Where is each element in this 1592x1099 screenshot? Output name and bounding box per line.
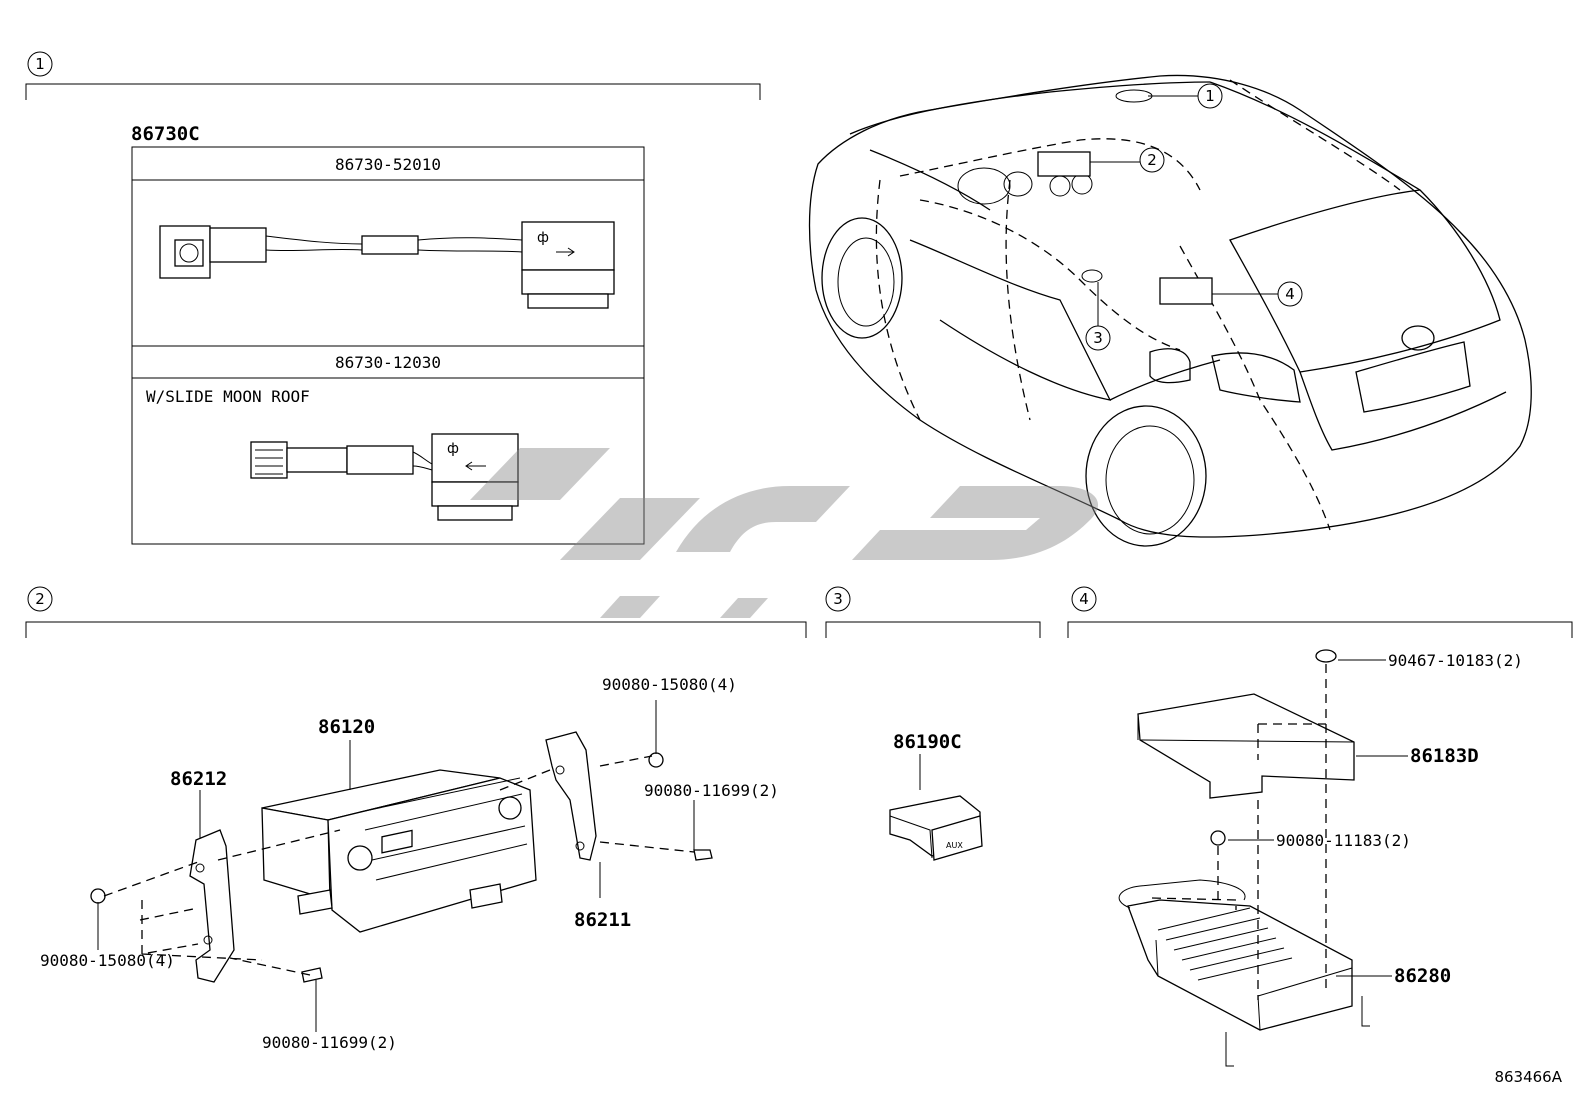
variant-b-condition: W/SLIDE MOON ROOF	[146, 387, 310, 406]
figure-id: 863466A	[1494, 1068, 1562, 1086]
radio-receiver-assembly	[261, 769, 537, 933]
bracket-right-86211	[545, 731, 597, 861]
variant-a-part-number: 86730-52010	[335, 155, 441, 174]
screw-left	[90, 888, 106, 950]
microphone-harness-b: ф	[250, 433, 519, 521]
part-label-screw-left: 90080-15080(4)	[40, 951, 175, 970]
svg-text:3: 3	[1093, 329, 1103, 347]
car-callout-4: 4	[1212, 281, 1303, 307]
aux-text: AUX	[946, 841, 963, 850]
section-2: 2	[25, 586, 807, 1052]
variant-b-part-number: 86730-12030	[335, 353, 441, 372]
section-1: 1 86730C 86730-52010 86730-12030 W/SLIDE…	[25, 51, 761, 545]
bolt-right	[693, 800, 713, 861]
car-callout-3: 3	[1085, 282, 1111, 351]
part-label-86280: 86280	[1394, 965, 1451, 987]
section-3: 3 86190C AUX	[825, 586, 1041, 861]
section-4: 4 90467-10183(2) 86183D 90080-11183(2)	[1067, 586, 1573, 1067]
vehicle-overview: 1 2 3 4	[808, 74, 1532, 547]
microphone-symbol-icon: ф	[537, 230, 549, 246]
section-2-marker: 2	[27, 586, 53, 612]
part-label-86190C: 86190C	[893, 731, 962, 753]
svg-text:4: 4	[1285, 285, 1295, 303]
svg-text:1: 1	[1205, 87, 1215, 105]
svg-text:3: 3	[833, 590, 843, 608]
amplifier-86280: 86280	[1118, 879, 1451, 1067]
part-label-86211: 86211	[574, 909, 631, 931]
part-label-bolt-amp: 90080-11183(2)	[1276, 831, 1411, 850]
section-3-bracket-line	[825, 621, 1041, 638]
part-label-86183D: 86183D	[1410, 745, 1479, 767]
clip-90467: 90467-10183(2)	[1315, 649, 1523, 670]
svg-text:1: 1	[35, 55, 45, 73]
amplifier-cover: 86183D	[1137, 693, 1479, 799]
section-4-bracket-line	[1067, 621, 1573, 638]
aux-jack: AUX	[889, 795, 983, 861]
section-1-bracket-line	[25, 83, 761, 100]
bolt-bottom	[301, 967, 323, 1032]
part-label-bolt-right: 90080-11699(2)	[644, 781, 779, 800]
variant-table: 86730-52010 86730-12030 W/SLIDE MOON ROO…	[131, 146, 645, 545]
car-callout-1: 1	[1148, 83, 1223, 109]
bolt-90080-11183: 90080-11183(2)	[1210, 830, 1411, 850]
section-4-marker: 4	[1071, 586, 1097, 612]
svg-text:2: 2	[1147, 151, 1157, 169]
part-label-clip: 90467-10183(2)	[1388, 651, 1523, 670]
part-label-screw-top: 90080-15080(4)	[602, 675, 737, 694]
svg-text:4: 4	[1079, 590, 1089, 608]
section-3-marker: 3	[825, 586, 851, 612]
part-label-86212: 86212	[170, 768, 227, 790]
microphone-harness-a: ф	[159, 221, 615, 309]
svg-text:2: 2	[35, 590, 45, 608]
part-label-bolt-bottom: 90080-11699(2)	[262, 1033, 397, 1052]
section-2-bracket-line	[25, 621, 807, 638]
assembly-label-86730C: 86730C	[131, 123, 200, 145]
microphone-symbol-b-icon: ф	[447, 441, 459, 457]
car-callout-2: 2	[1090, 147, 1165, 173]
watermark-logo	[470, 448, 1099, 618]
part-label-86120: 86120	[318, 716, 375, 738]
screw-top-right	[648, 700, 664, 768]
bracket-left-86212	[189, 829, 235, 983]
section-1-marker: 1	[27, 51, 53, 77]
